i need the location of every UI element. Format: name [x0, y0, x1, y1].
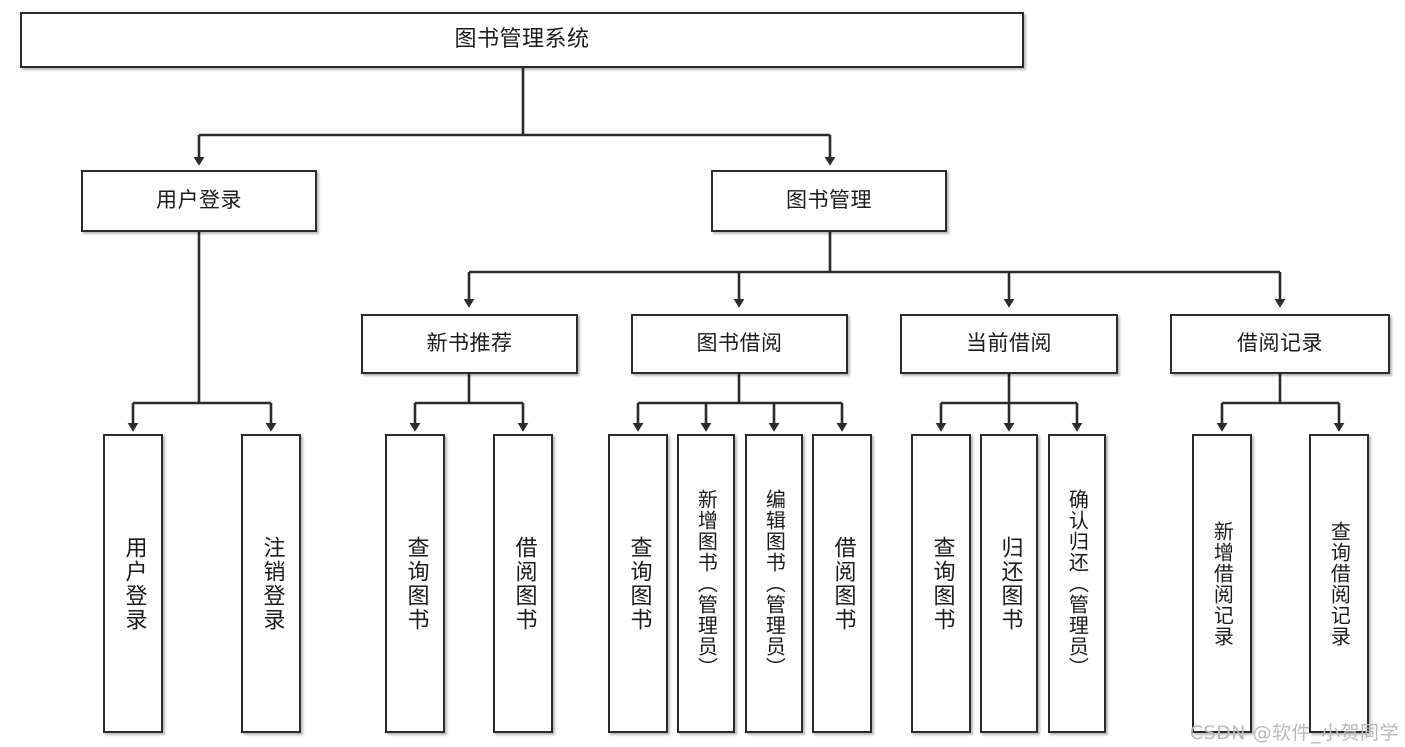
node-new-book-recommend[interactable]: 新书推荐 — [361, 314, 578, 374]
leaf-confirm-return-label: 确认归还（管理员） — [1065, 489, 1090, 678]
leaf-borrow-book-2-label: 借阅图书 — [830, 535, 856, 632]
node-root[interactable]: 图书管理系统 — [20, 12, 1024, 68]
node-book-borrow[interactable]: 图书借阅 — [631, 314, 848, 374]
watermark: CSDN @软件_小贺同学 — [1189, 722, 1399, 744]
leaf-add-book-label: 新增图书（管理员） — [694, 489, 719, 678]
leaf-add-borrow-record-label: 新增借阅记录 — [1210, 520, 1235, 647]
leaf-query-book-3-label: 查询图书 — [929, 535, 955, 632]
leaf-user-login[interactable]: 用户登录 — [103, 434, 163, 733]
leaf-query-book-3[interactable]: 查询图书 — [911, 434, 971, 733]
node-book-borrow-label: 图书借阅 — [696, 331, 783, 356]
leaf-user-login-label: 用户登录 — [121, 535, 147, 632]
leaf-query-book-2-label: 查询图书 — [626, 535, 652, 632]
node-borrow-record[interactable]: 借阅记录 — [1170, 314, 1390, 374]
leaf-query-book-2[interactable]: 查询图书 — [608, 434, 668, 733]
leaf-logout-login-label: 注销登录 — [259, 535, 285, 632]
leaf-query-book-1[interactable]: 查询图书 — [385, 434, 445, 733]
node-user-login-label: 用户登录 — [156, 188, 242, 213]
leaf-confirm-return[interactable]: 确认归还（管理员） — [1048, 434, 1106, 733]
leaf-borrow-book-1-label: 借阅图书 — [511, 535, 537, 632]
leaf-borrow-book-2[interactable]: 借阅图书 — [812, 434, 872, 733]
node-root-label: 图书管理系统 — [454, 26, 590, 52]
node-borrow-record-label: 借阅记录 — [1237, 331, 1323, 356]
node-book-manage[interactable]: 图书管理 — [711, 170, 947, 232]
node-current-borrow-label: 当前借阅 — [966, 331, 1052, 356]
leaf-query-book-1-label: 查询图书 — [403, 535, 429, 632]
leaf-edit-book[interactable]: 编辑图书（管理员） — [745, 434, 803, 733]
node-current-borrow[interactable]: 当前借阅 — [900, 314, 1118, 374]
leaf-add-book[interactable]: 新增图书（管理员） — [677, 434, 735, 733]
leaf-return-book[interactable]: 归还图书 — [980, 434, 1038, 733]
leaf-query-borrow-record-label: 查询借阅记录 — [1327, 520, 1352, 647]
leaf-add-borrow-record[interactable]: 新增借阅记录 — [1192, 434, 1252, 733]
leaf-borrow-book-1[interactable]: 借阅图书 — [493, 434, 553, 733]
leaf-return-book-label: 归还图书 — [997, 535, 1023, 632]
node-book-manage-label: 图书管理 — [786, 188, 872, 213]
node-user-login[interactable]: 用户登录 — [81, 170, 317, 232]
node-new-book-recommend-label: 新书推荐 — [426, 331, 513, 356]
leaf-edit-book-label: 编辑图书（管理员） — [762, 489, 787, 678]
leaf-logout-login[interactable]: 注销登录 — [241, 434, 301, 733]
leaf-query-borrow-record[interactable]: 查询借阅记录 — [1309, 434, 1369, 733]
